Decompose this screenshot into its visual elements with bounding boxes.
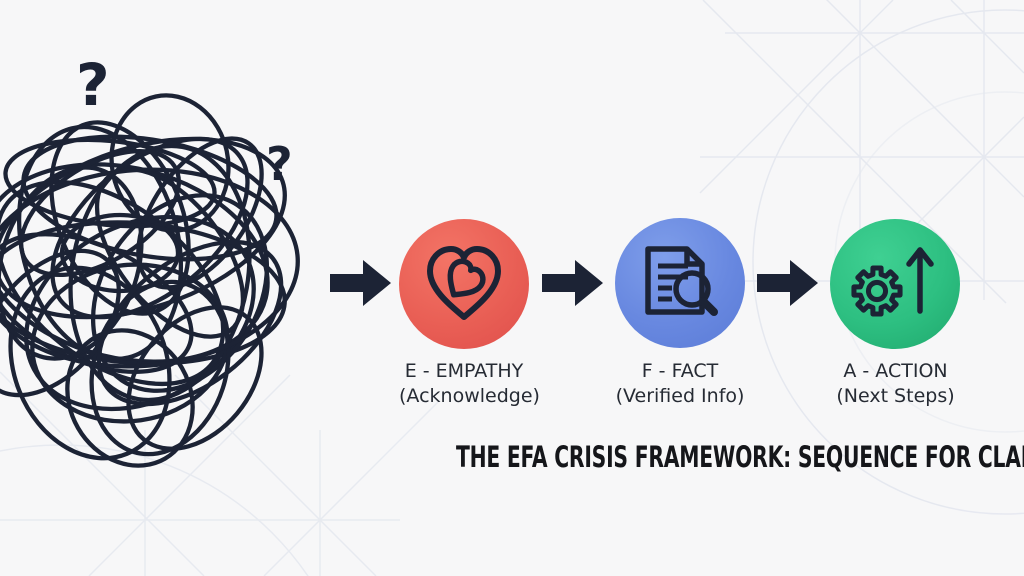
framework-title-text: THE EFA CRISIS FRAMEWORK: SEQUENCE FOR C… bbox=[455, 440, 1024, 474]
framework-title: THE EFA CRISIS FRAMEWORK: SEQUENCE FOR C… bbox=[324, 440, 1024, 474]
step-label-text: F - FACT bbox=[641, 360, 719, 382]
step-label-fact: F - FACT (Verified Info) bbox=[615, 359, 745, 409]
gear-growth-icon bbox=[851, 247, 934, 317]
question-mark-2: ? bbox=[266, 137, 293, 191]
step-sublabel-text: (Verified Info) bbox=[615, 385, 745, 407]
flow-arrow-3 bbox=[757, 260, 818, 306]
step-label-empathy: E - EMPATHY (Acknowledge) bbox=[399, 359, 540, 409]
tangled-scribble bbox=[0, 93, 300, 468]
step-circle-empathy bbox=[399, 219, 529, 349]
step-circle-fact bbox=[615, 218, 745, 348]
flow-arrow-2 bbox=[542, 260, 603, 306]
step-label-text: A - ACTION bbox=[843, 360, 948, 382]
question-mark-1: ? bbox=[76, 51, 110, 119]
step-circle-action bbox=[830, 219, 960, 349]
document-search-icon bbox=[645, 246, 718, 316]
heart-icon bbox=[427, 246, 501, 320]
step-sublabel-text: (Next Steps) bbox=[836, 385, 955, 407]
step-sublabel-text: (Acknowledge) bbox=[399, 385, 540, 407]
flow-arrow-1 bbox=[330, 260, 391, 306]
step-label-action: A - ACTION (Next Steps) bbox=[830, 359, 961, 409]
step-label-text: E - EMPATHY bbox=[404, 360, 524, 382]
